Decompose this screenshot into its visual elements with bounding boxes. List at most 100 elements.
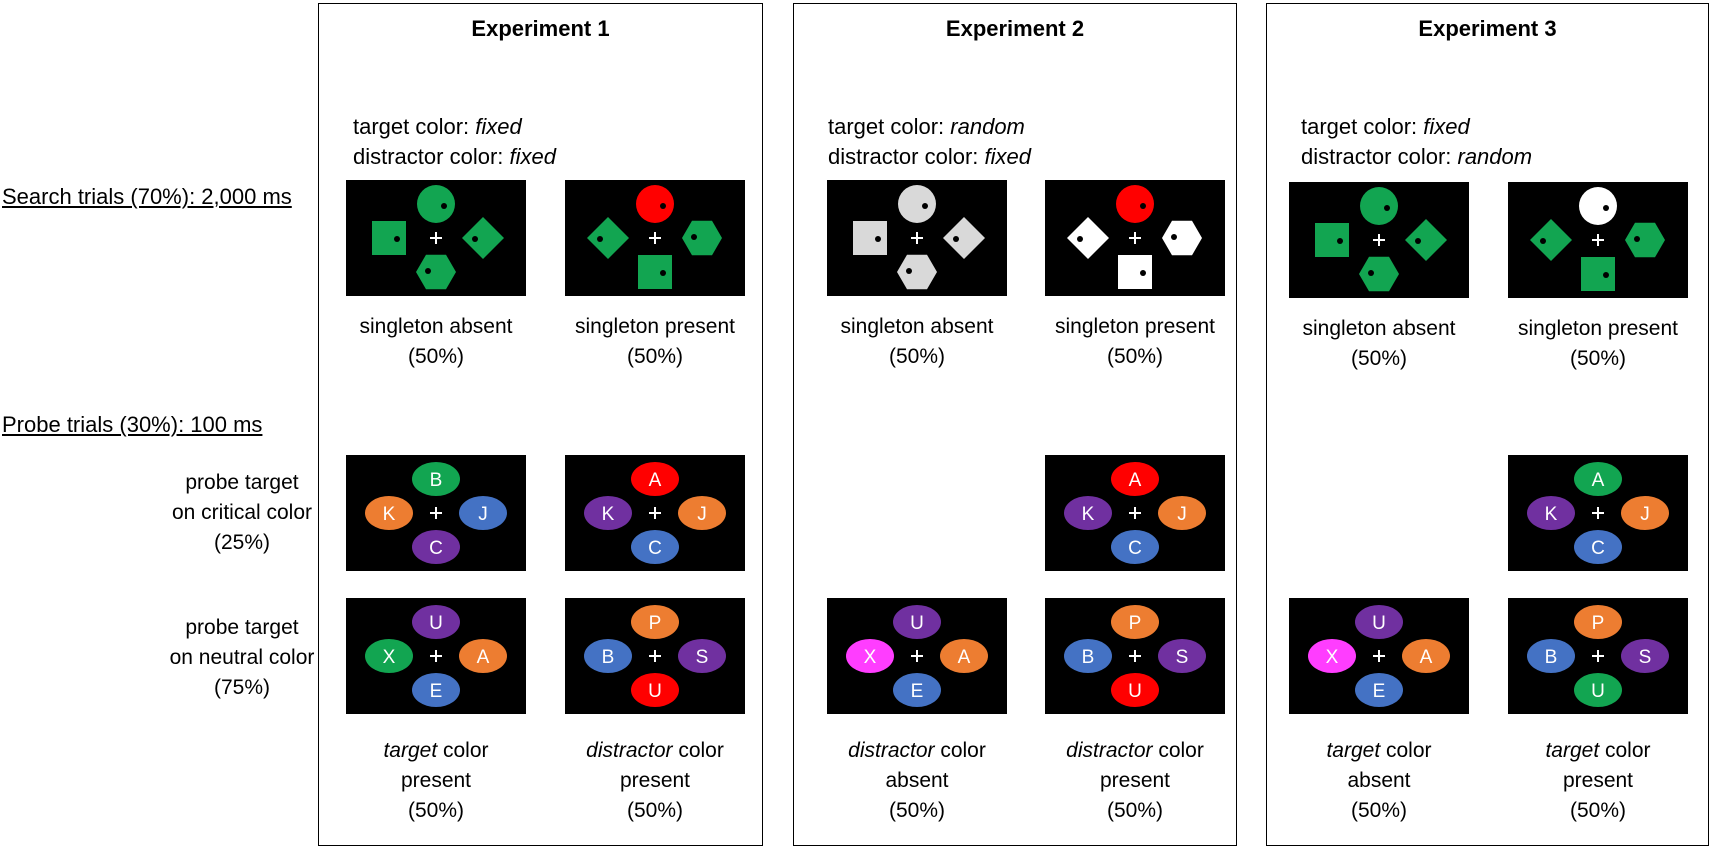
search-panel: [1289, 182, 1469, 298]
letter-ellipse: B: [412, 462, 460, 496]
search-caption: singleton present (50%): [550, 312, 760, 372]
search-panel-graphic: [1067, 185, 1202, 289]
caption-line: present: [400, 769, 472, 792]
probe-critical-line-2: on critical color: [171, 501, 313, 524]
search-panel-graphic: [1315, 187, 1447, 292]
letter-ellipse: U: [631, 673, 679, 707]
letter-X: X: [383, 647, 396, 668]
letter-ellipse: E: [893, 673, 941, 707]
circle-shape: [1579, 187, 1617, 225]
circle-shape: [636, 185, 674, 223]
search-panel-graphic: [853, 185, 985, 290]
letter-ellipse: E: [412, 673, 460, 707]
search-panel: [1508, 182, 1688, 298]
experiment-title: Experiment 3: [1418, 16, 1557, 41]
diamond-shape: [587, 217, 629, 259]
square-shape: [638, 255, 672, 289]
square-shape: [1581, 257, 1615, 291]
distractor-color-condition: distractor color: fixed: [353, 144, 556, 169]
target-color-condition: target color: random: [828, 114, 1025, 139]
search-trials-label: Search trials (70%): 2,000 ms: [2, 184, 292, 209]
caption-line: (50%): [1350, 799, 1408, 822]
probe-caption: target color present (50%): [331, 736, 541, 826]
caption-line: (50%): [1106, 799, 1164, 822]
diamond-shape: [462, 217, 504, 259]
caption-line: (50%): [1569, 799, 1627, 822]
search-caption: singleton absent(50%): [331, 312, 541, 372]
experiment-title: Experiment 2: [945, 16, 1085, 41]
probe-critical-line-1: probe target: [185, 471, 299, 494]
fixation-cross: [1592, 234, 1604, 246]
letter-ellipse: A: [459, 639, 507, 673]
caption-line: (50%): [407, 799, 465, 822]
letter-K: K: [602, 504, 615, 525]
probe-critical-label: probe target on critical color (25%): [112, 468, 372, 558]
letter-K: K: [1545, 504, 1558, 525]
letter-K: K: [1082, 504, 1095, 525]
letter-K: K: [383, 504, 396, 525]
hexagon-shape: [1359, 256, 1399, 292]
letter-ellipse: P: [1111, 605, 1159, 639]
caption-line: singleton present: [575, 315, 735, 338]
letter-ellipse: C: [631, 530, 679, 564]
letter-U: U: [910, 613, 924, 634]
caption-line: present: [1562, 769, 1634, 792]
letter-ellipse: P: [1574, 605, 1622, 639]
letter-A: A: [958, 647, 971, 668]
hexagon-shape: [897, 254, 937, 290]
letter-U: U: [648, 681, 662, 702]
caption-line: singleton present: [1055, 315, 1215, 338]
diamond-shape: [1530, 219, 1572, 261]
experiment-1-box: Experiment 1 target color: fixed distrac…: [318, 3, 763, 846]
letter-U: U: [1591, 681, 1605, 702]
square-shape: [372, 221, 406, 255]
letter-ellipse: U: [893, 605, 941, 639]
letter-B: B: [1082, 647, 1095, 668]
letter-ellipse: S: [1158, 639, 1206, 673]
diamond-shape: [1067, 217, 1109, 259]
letter-ellipse: A: [1111, 462, 1159, 496]
circle-shape: [1116, 185, 1154, 223]
letter-ellipse: S: [1621, 639, 1669, 673]
caption-line: (50%): [1569, 347, 1627, 370]
letter-ellipse: K: [1064, 496, 1112, 530]
letter-C: C: [1128, 538, 1142, 559]
square-shape: [1118, 255, 1152, 289]
fixation-cross: [430, 507, 442, 519]
caption-line: (50%): [407, 345, 465, 368]
letter-C: C: [648, 538, 662, 559]
hexagon-shape: [416, 254, 456, 290]
probe-trials-label: Probe trials (30%): 100 ms: [2, 412, 263, 437]
caption-line: absent: [885, 769, 949, 792]
search-caption: singleton absent(50%): [1274, 314, 1484, 374]
diamond-shape: [943, 217, 985, 259]
fixation-cross: [1373, 650, 1385, 662]
letter-ellipse: U: [1111, 673, 1159, 707]
search-caption: singleton present(50%): [1030, 312, 1240, 372]
letter-X: X: [864, 647, 877, 668]
caption-line: (50%): [626, 345, 684, 368]
letter-B: B: [602, 647, 615, 668]
experiment-2-box: Experiment 2 target color: random distra…: [793, 3, 1237, 846]
experiment-title: Experiment 1: [471, 16, 610, 41]
letter-ellipse: A: [631, 462, 679, 496]
letter-ellipse: J: [459, 496, 507, 530]
letter-ellipse: J: [1621, 496, 1669, 530]
letter-ellipse: K: [584, 496, 632, 530]
fixation-cross: [649, 650, 661, 662]
letter-ellipse: B: [1064, 639, 1112, 673]
fixation-cross: [911, 650, 923, 662]
caption-line: target color: [383, 739, 489, 762]
